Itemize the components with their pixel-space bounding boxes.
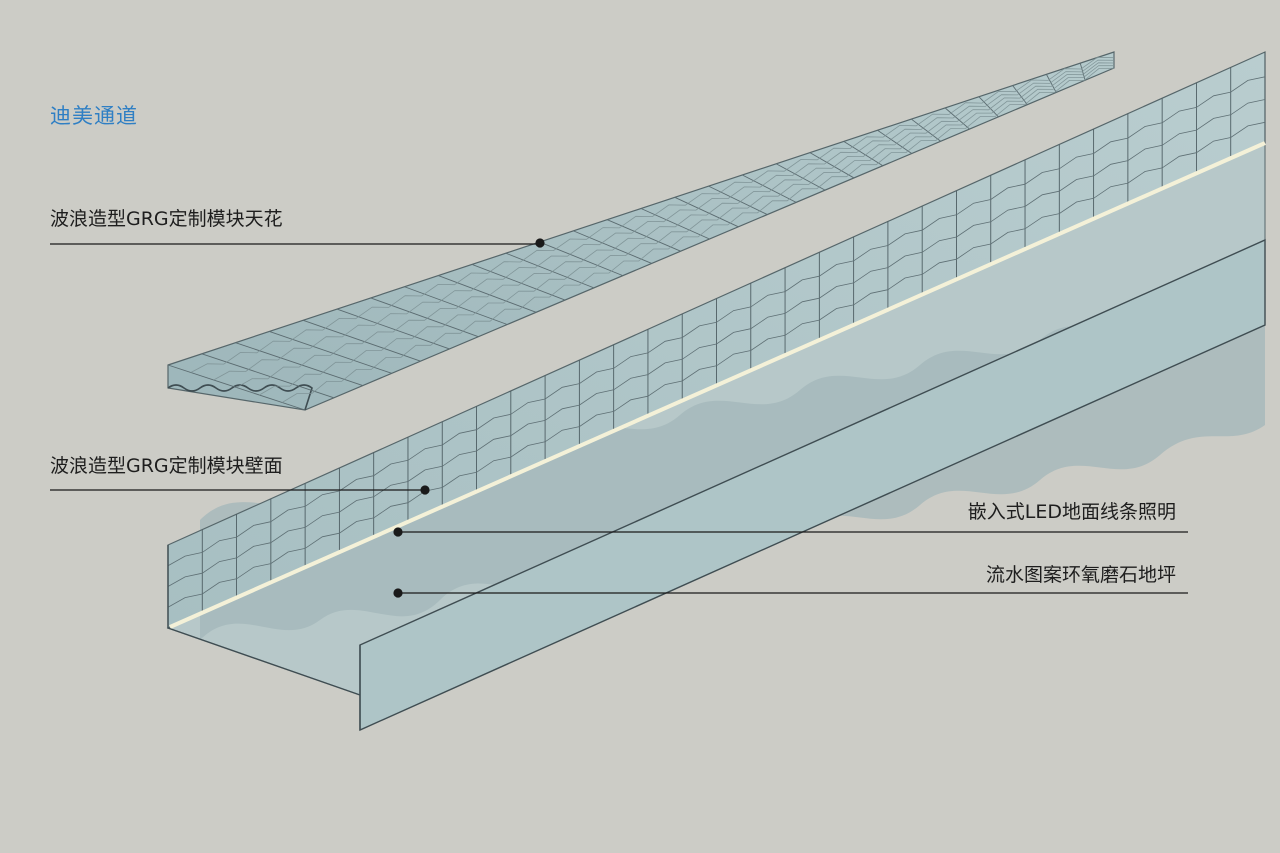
ceiling-rib bbox=[1012, 85, 1028, 105]
corridor-module bbox=[166, 51, 1266, 732]
ceiling-wave-row bbox=[213, 59, 1115, 381]
ceiling-wave-pattern bbox=[190, 56, 1115, 403]
ceiling-rib bbox=[471, 263, 566, 301]
ceiling-rib bbox=[404, 286, 508, 325]
wall-course bbox=[167, 99, 1266, 587]
ceiling-rib bbox=[302, 319, 421, 362]
ceiling-wave-row bbox=[281, 67, 1115, 403]
callout-dot-wall bbox=[420, 485, 430, 495]
ceiling-rib bbox=[438, 275, 537, 313]
ceiling-module bbox=[167, 51, 1115, 411]
wall-grid bbox=[167, 52, 1266, 628]
ceiling-rib bbox=[269, 331, 392, 374]
ceiling-rib bbox=[336, 308, 450, 350]
ceiling-rib bbox=[809, 152, 855, 179]
ceiling-rib bbox=[674, 196, 739, 228]
ceiling-wave-row bbox=[236, 62, 1115, 388]
ceiling-rib bbox=[877, 129, 913, 154]
ceiling-rib bbox=[640, 208, 710, 240]
ceiling-rib bbox=[573, 230, 652, 264]
ceiling-rib bbox=[978, 96, 999, 118]
callout-dot-led bbox=[393, 527, 403, 537]
ceiling-ribs bbox=[167, 52, 1115, 411]
callout-label-floor: 流水图案环氧磨石地坪 bbox=[985, 564, 1176, 586]
ceiling-rib bbox=[775, 163, 826, 191]
ceiling-rib bbox=[843, 141, 884, 167]
ceiling-rib bbox=[505, 252, 595, 289]
callout-dot-floor bbox=[393, 588, 403, 598]
callout-lines bbox=[50, 238, 1188, 598]
ceiling-rib bbox=[944, 107, 970, 130]
ceiling-rib bbox=[911, 118, 941, 142]
ceiling-wave-row bbox=[190, 56, 1115, 373]
callout-label-wall: 波浪造型GRG定制模块壁面 bbox=[50, 455, 283, 477]
led-strip-light bbox=[169, 141, 1266, 629]
page-title: 迪美通道 bbox=[50, 104, 138, 128]
ceiling-rib bbox=[235, 342, 363, 386]
wall-course bbox=[167, 76, 1266, 567]
callout-label-led: 嵌入式LED地面线条照明 bbox=[967, 501, 1176, 523]
wall-course bbox=[167, 121, 1266, 608]
ceiling-rib bbox=[539, 241, 623, 277]
ceiling-rib bbox=[1046, 74, 1057, 93]
ceiling-rib bbox=[742, 174, 797, 203]
ceiling-rib bbox=[370, 297, 479, 338]
callout-label-ceiling: 波浪造型GRG定制模块天花 bbox=[50, 208, 283, 230]
ceiling-rib bbox=[201, 353, 335, 399]
callout-dot-ceiling bbox=[535, 238, 545, 248]
ceiling-rib bbox=[708, 185, 768, 215]
corridor-outline bbox=[167, 545, 361, 696]
ceiling-rib bbox=[607, 219, 681, 252]
ceiling-wave-row bbox=[259, 65, 1115, 396]
